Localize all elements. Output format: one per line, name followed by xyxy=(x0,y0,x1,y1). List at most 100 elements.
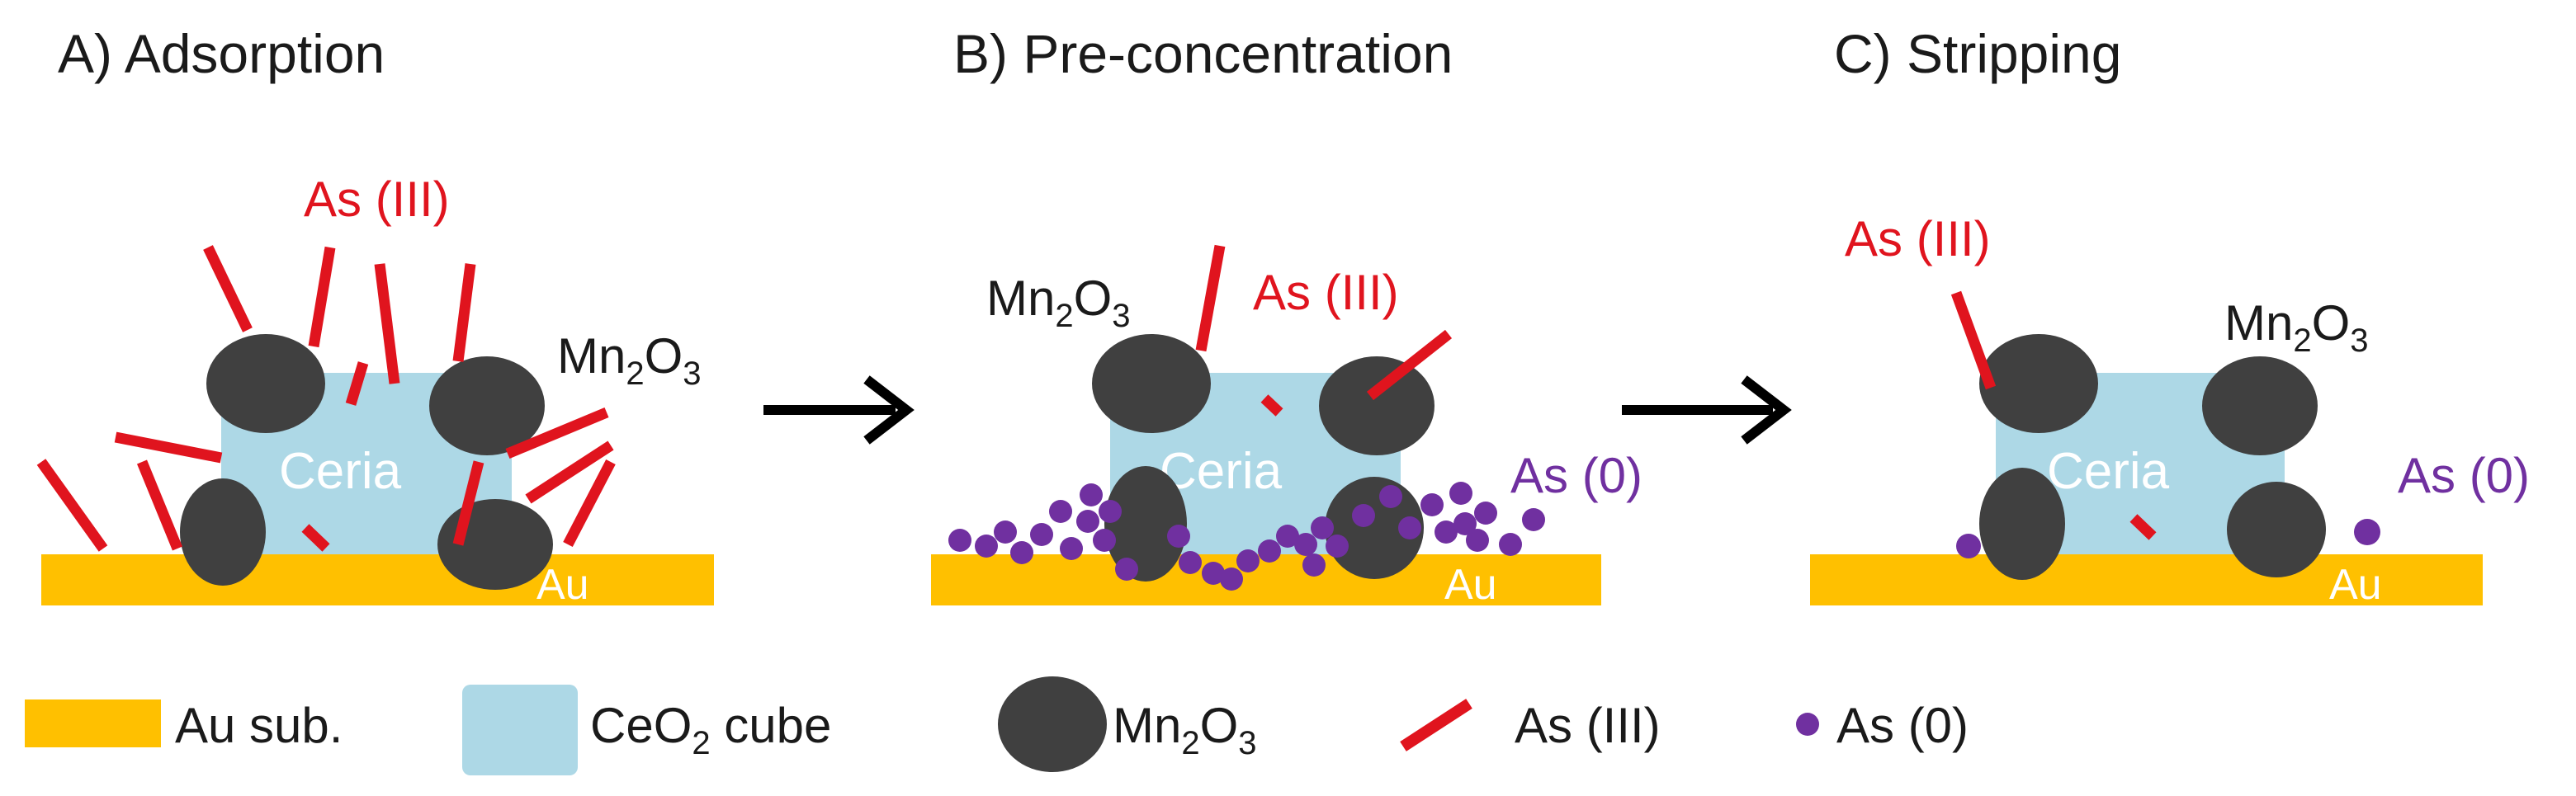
as-0-dot xyxy=(1060,537,1083,560)
mn2o3-particle xyxy=(1979,468,2065,580)
as-0-deposits xyxy=(948,482,1545,591)
as-iii-label: As (III) xyxy=(304,172,450,227)
as-0-deposits xyxy=(1956,519,2380,558)
mn2o3-particle xyxy=(2227,482,2326,577)
as-iii-rod xyxy=(563,459,616,547)
au-label: Au xyxy=(2329,561,2382,609)
as-0-label: As (0) xyxy=(1510,448,1642,503)
ceria-label: Ceria xyxy=(2047,443,2170,500)
as-iii-rod xyxy=(1366,329,1453,401)
legend-item-as-iii: As (III) xyxy=(1400,698,1661,753)
au-substrate xyxy=(931,554,1601,605)
legend-item-as-0: As (0) xyxy=(1796,698,1969,753)
as-iii-rod xyxy=(36,459,108,552)
mn2o3-particles xyxy=(180,334,553,590)
legend: Au sub. CeO2 cube Mn2O3 As (III) As (0) xyxy=(25,676,1969,775)
as-0-dot xyxy=(1080,483,1103,506)
as-iii-rod xyxy=(505,407,609,459)
legend-swatch-au xyxy=(25,699,161,747)
as-0-dot xyxy=(1093,529,1116,552)
ceria-label: Ceria xyxy=(279,443,402,500)
as-0-dot xyxy=(1302,553,1326,577)
as-iii-rod xyxy=(345,361,369,406)
as-iii-rod xyxy=(452,460,484,546)
au-substrate xyxy=(41,554,714,605)
as-iii-rod xyxy=(374,263,400,384)
as-iii-label: As (III) xyxy=(1845,211,1991,266)
panel-c-title: C) Stripping xyxy=(1834,23,2121,84)
as-0-dot xyxy=(1179,551,1202,574)
legend-label-as-0: As (0) xyxy=(1836,698,1969,753)
panel-a-title: A) Adsorption xyxy=(58,23,385,84)
as-0-dot xyxy=(1294,533,1317,556)
as-0-dot xyxy=(1076,510,1099,533)
as-0-label: As (0) xyxy=(2398,448,2530,503)
as-0-dot xyxy=(1030,523,1053,546)
mn2o3-label: Mn2O3 xyxy=(557,328,702,392)
as-0-dot xyxy=(975,535,998,558)
as-iii-rod xyxy=(525,440,614,504)
process-arrow xyxy=(1622,375,1792,445)
as-0-dot xyxy=(1352,504,1375,527)
as-0-dot xyxy=(1202,562,1225,585)
legend-swatch-as-0 xyxy=(1796,713,1819,736)
panel-adsorption: A) Adsorption Au Ceria As (III) xyxy=(36,23,714,609)
mn2o3-particle xyxy=(2202,356,2318,455)
as-iii-rod xyxy=(301,524,330,552)
panel-pre-concentration: B) Pre-concentration Au Ceria xyxy=(931,23,1642,609)
as-0-dot xyxy=(1049,500,1072,523)
as-iii-rod xyxy=(1260,394,1283,417)
mn2o3-particle xyxy=(1979,334,2098,433)
as-0-dot xyxy=(1379,485,1402,508)
as-0-dot xyxy=(1115,558,1138,581)
as-0-dot xyxy=(1010,541,1033,564)
as-0-dot xyxy=(1420,493,1444,516)
as-0-dot xyxy=(1435,520,1458,544)
legend-swatch-mn2o3 xyxy=(998,676,1107,772)
legend-label-ceo2: CeO2 cube xyxy=(590,698,831,761)
mn2o3-particle xyxy=(1104,466,1187,582)
as-0-dot xyxy=(1453,512,1477,535)
as-iii-rod xyxy=(2129,514,2157,540)
legend-swatch-ceo2 xyxy=(462,685,578,775)
as-iii-label: As (III) xyxy=(1253,265,1399,320)
as-iii-species xyxy=(36,245,616,552)
as-iii-rod xyxy=(1195,244,1226,352)
as-iii-species xyxy=(1950,290,2157,540)
as-iii-rod xyxy=(136,459,183,551)
panel-b-title: B) Pre-concentration xyxy=(953,23,1453,84)
mn2o3-particle xyxy=(429,356,545,455)
as-iii-rod xyxy=(452,263,476,362)
as-0-dot xyxy=(1258,539,1281,563)
as-0-dot xyxy=(1522,508,1545,531)
as-iii-rod xyxy=(308,246,336,348)
legend-label-mn2o3: Mn2O3 xyxy=(1113,698,1257,761)
legend-label-as-iii: As (III) xyxy=(1515,698,1661,753)
mn2o3-particle xyxy=(1319,356,1435,455)
as-iii-rod xyxy=(114,431,223,464)
au-label: Au xyxy=(536,561,589,609)
au-label: Au xyxy=(1444,561,1497,609)
as-0-dot xyxy=(1311,516,1334,539)
as-0-dot xyxy=(1466,529,1489,552)
mn2o3-particles xyxy=(1092,334,1435,582)
as-0-dot xyxy=(1956,534,1981,558)
legend-label-au: Au sub. xyxy=(175,698,343,753)
mn2o3-particles xyxy=(1979,334,2326,580)
as-0-dot xyxy=(994,520,1017,544)
mn2o3-particle xyxy=(206,334,325,433)
as-0-dot xyxy=(1167,525,1190,548)
as-iii-rod xyxy=(1950,290,1997,390)
as-0-dot xyxy=(1398,516,1421,539)
mn2o3-particle xyxy=(437,499,553,590)
legend-item-ceo2: CeO2 cube xyxy=(462,685,831,775)
as-iii-species xyxy=(1195,244,1453,417)
as-0-dot xyxy=(1220,568,1243,591)
mn2o3-label: Mn2O3 xyxy=(986,271,1131,334)
as-0-dot xyxy=(1099,500,1122,523)
as-0-dot xyxy=(2354,519,2380,545)
process-arrow xyxy=(763,375,915,445)
as-0-dot xyxy=(1236,549,1260,572)
as-0-dot xyxy=(1449,482,1472,505)
